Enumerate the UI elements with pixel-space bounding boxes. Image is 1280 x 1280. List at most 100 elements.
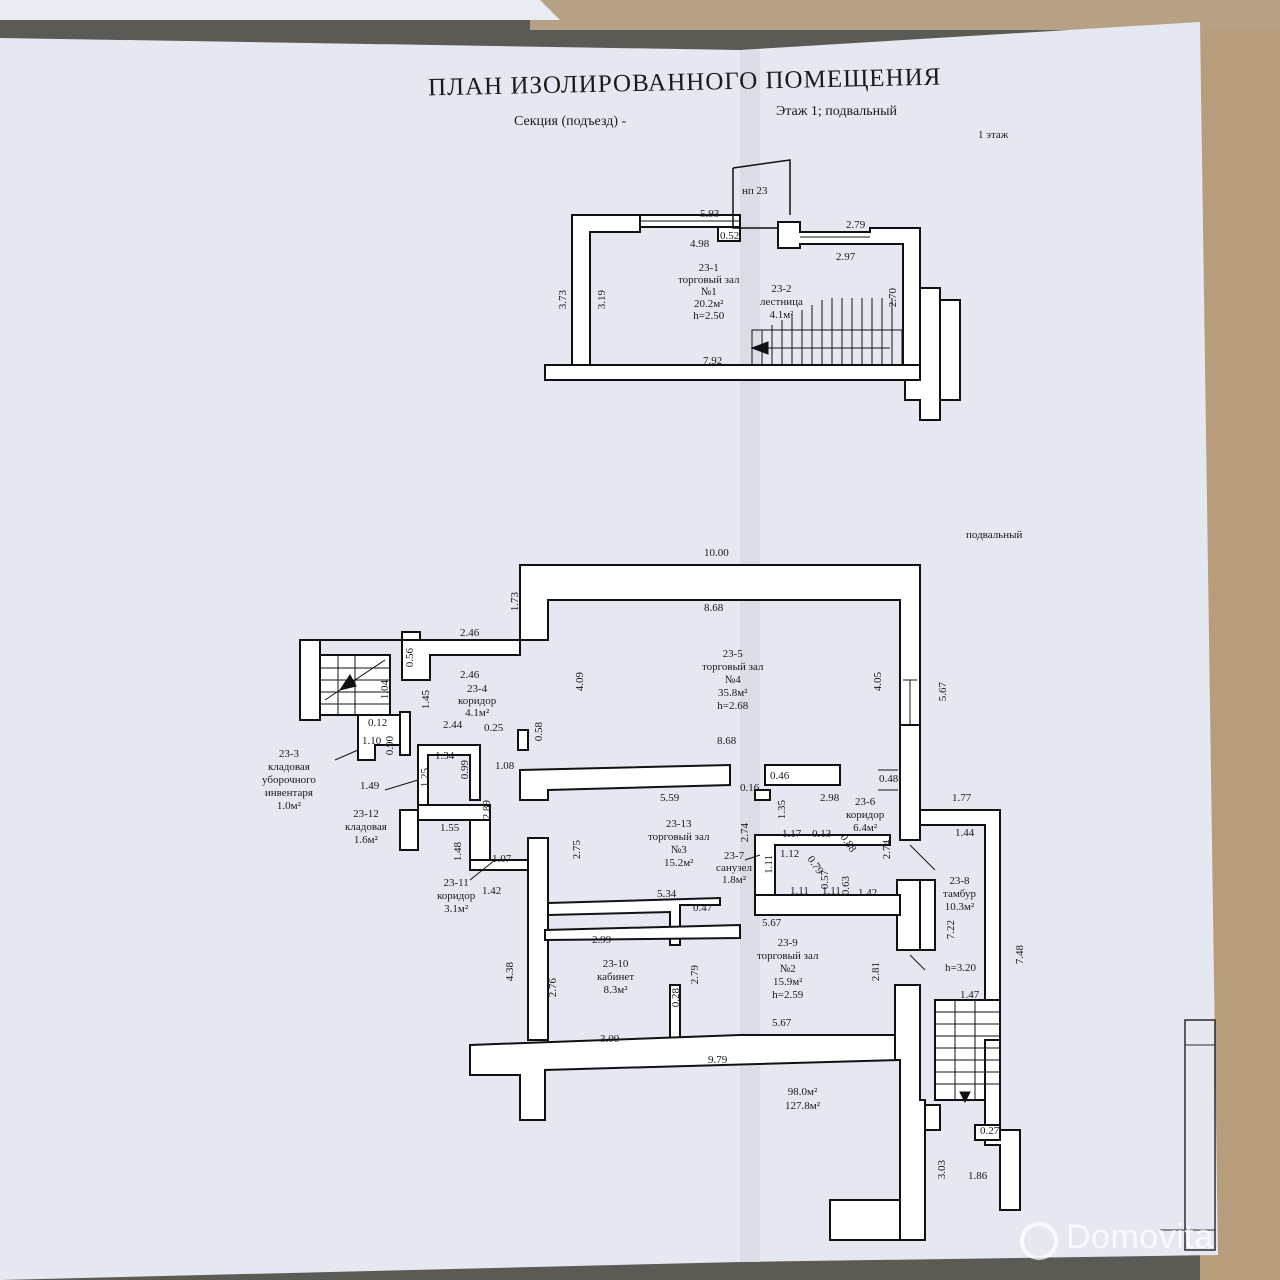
domovita-logo-icon (1020, 1222, 1058, 1260)
dim-label: 0.90 (384, 736, 396, 756)
dim-label: 0.12 (368, 717, 388, 729)
dim-label: 7.22 (945, 920, 957, 940)
dim-label: 0.52 (720, 230, 740, 242)
dim-label: 0.46 (770, 770, 790, 782)
dim-label: 4.38 (504, 962, 516, 982)
floor1-plan (544, 214, 961, 421)
watermark: Domovita (1066, 1218, 1214, 1256)
stairs-basement-left (320, 655, 390, 715)
entrance-label: нп 23 (742, 185, 768, 197)
stairs-basement-right (935, 1000, 1000, 1104)
dim-label: 0.16 (740, 782, 760, 794)
dim-label: 2.46 (460, 627, 480, 639)
dim-label: 3.19 (596, 290, 608, 310)
dim-label: 0.25 (484, 722, 504, 734)
dim-label: 9.79 (708, 1054, 728, 1066)
dim-label: 5.93 (700, 208, 720, 220)
dim-label: 1.25 (419, 768, 431, 788)
dim-label: 2.44 (443, 719, 463, 731)
dim-label: 0.48 (879, 773, 899, 785)
dim-label: 1.44 (955, 827, 975, 839)
dim-label: 4.09 (574, 672, 586, 692)
dim-label: 1.12 (780, 848, 800, 860)
dim-label: 1.11 (822, 885, 841, 897)
dim-label: 1.49 (360, 780, 380, 792)
dim-label: 8.68 (704, 602, 724, 614)
dim-label: 5.59 (660, 792, 680, 804)
dim-label: 0.99 (459, 760, 471, 780)
floor-label: Этаж 1; подвальный (776, 104, 898, 119)
dim-label: 0.47 (693, 902, 713, 914)
dim-label: 2.97 (836, 251, 856, 263)
dim-label: 2.70 (887, 288, 899, 308)
dim-label: 0.13 (812, 828, 832, 840)
dim-label: 2.79 (846, 219, 866, 231)
dim-label: 3.00 (600, 1033, 620, 1045)
dim-label: 1.07 (492, 853, 512, 865)
dim-label: 1.04 (379, 680, 391, 700)
dim-label: 2.75 (571, 840, 583, 860)
dim-label: 8.68 (717, 735, 737, 747)
dim-label: 5.34 (657, 888, 677, 900)
dim-label: 10.00 (704, 547, 729, 559)
dim-label: 2.89 (481, 800, 493, 820)
dim-label: 1.45 (420, 690, 432, 710)
dim-label: 0.27 (980, 1125, 1000, 1137)
floor1-label: 1 этаж (978, 129, 1009, 141)
dim-label: 2.76 (547, 978, 559, 998)
dim-label: 5.67 (772, 1017, 792, 1029)
room-23-8-height: h=3.20 (945, 962, 976, 974)
dim-label: 1.48 (452, 842, 464, 862)
dim-label: 1.34 (435, 750, 455, 762)
dim-label: 4.05 (872, 672, 884, 692)
dim-label: 0.28 (670, 988, 682, 1008)
dim-label: 1.35 (776, 800, 788, 820)
dim-label: 0.56 (404, 648, 416, 668)
dim-label: 3.03 (936, 1160, 948, 1180)
dim-label: 7.48 (1014, 945, 1026, 965)
dim-label: 1.86 (968, 1170, 988, 1182)
dim-label: 1.10 (362, 735, 382, 747)
dim-label: 1.47 (960, 989, 980, 1001)
dim-label: 7.92 (703, 355, 723, 367)
entrance-outline (732, 168, 778, 229)
dim-label: 1.08 (495, 760, 515, 772)
dim-label: 0.63 (840, 876, 852, 896)
dim-label: 2.79 (689, 965, 701, 985)
dim-label: 0.58 (533, 722, 545, 742)
dim-label: 0.57 (819, 870, 831, 890)
section-label: Секция (подъезд) - (514, 114, 627, 129)
dim-label: 2.99 (592, 934, 612, 946)
dim-label: 1.55 (440, 822, 460, 834)
dim-label: 2.98 (820, 792, 840, 804)
dim-label: 1.42 (482, 885, 502, 897)
basement-plan (299, 564, 1021, 1241)
dim-label: 2.74 (739, 823, 751, 843)
dim-label: 1.11 (763, 855, 775, 874)
dim-label: 1.77 (952, 792, 972, 804)
dim-label: 1.17 (782, 828, 802, 840)
dim-label: 5.67 (762, 917, 782, 929)
dim-label: 3.73 (557, 290, 569, 310)
basement-label: подвальный (966, 529, 1023, 541)
dim-label: 2.46 (460, 669, 480, 681)
dim-label: 2.81 (870, 962, 882, 982)
dim-label: 1.11 (790, 885, 809, 897)
stairs-floor1 (750, 298, 903, 366)
dim-label: 1.42 (858, 887, 878, 899)
dim-label: 2.74 (881, 840, 893, 860)
dim-label: 1.73 (509, 592, 521, 612)
